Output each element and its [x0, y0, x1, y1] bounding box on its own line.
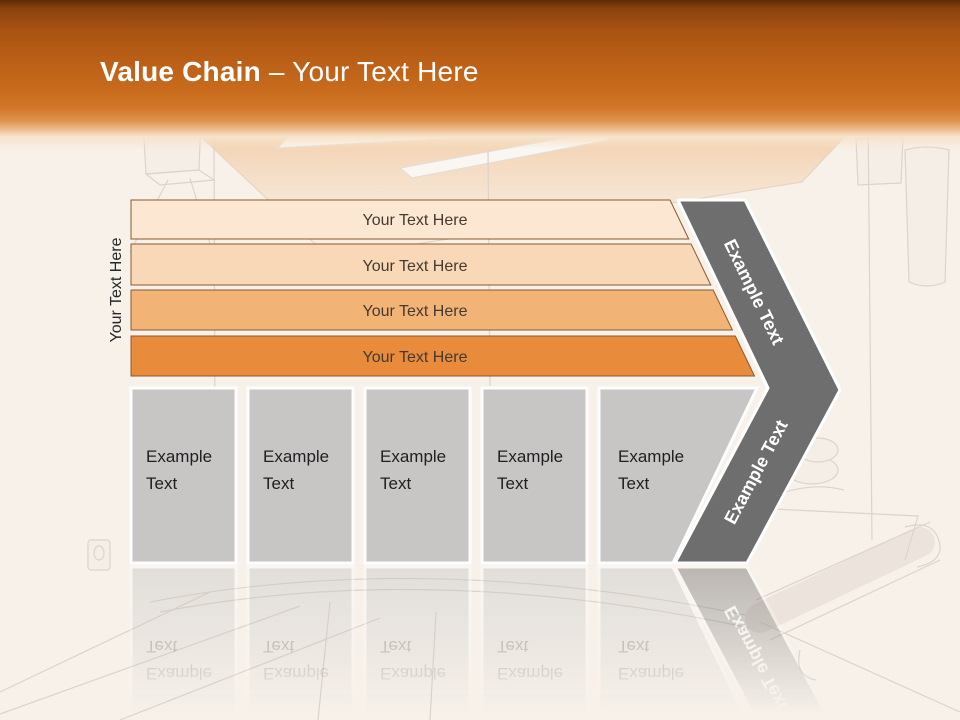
diagram-group: Your Text Here Your Text Here Your Text … [108, 198, 842, 565]
slide-title-main: Value Chain [100, 56, 261, 87]
box-3-label-line2: Text [380, 474, 411, 493]
slide-title: Value Chain – Your Text Here [100, 56, 479, 88]
box-1-label-line1: Example [146, 447, 212, 466]
process-box-5 [597, 386, 760, 565]
box-2-label-line1: Example [263, 447, 329, 466]
bar-4-label: Your Text Here [363, 349, 468, 366]
chevron-arrow [673, 198, 842, 565]
bar-3 [130, 289, 734, 331]
process-box-2 [246, 386, 355, 565]
bar-2 [130, 243, 712, 286]
box-5-label-line2: Text [618, 474, 649, 493]
box-5-label-line1: Example [618, 447, 684, 466]
bar-2-label: Your Text Here [363, 258, 468, 275]
process-box-labels: Example Text Example Text Example Text E… [146, 447, 684, 493]
process-box-3 [363, 386, 472, 565]
bar-4 [130, 335, 756, 377]
box-1-label-line2: Text [146, 474, 177, 493]
process-box-4 [480, 386, 589, 565]
bar-1 [130, 199, 690, 240]
reflection [106, 565, 842, 720]
slide-title-subtitle: – Your Text Here [268, 56, 479, 87]
box-2-label-line2: Text [263, 474, 294, 493]
process-box-1 [129, 386, 238, 565]
box-4-label-line1: Example [497, 447, 563, 466]
bar-3-label: Your Text Here [363, 303, 468, 320]
box-4-label-line2: Text [497, 474, 528, 493]
side-label: Your Text Here [108, 237, 125, 342]
box-3-label-line1: Example [380, 447, 446, 466]
bar-1-label: Your Text Here [363, 212, 468, 229]
